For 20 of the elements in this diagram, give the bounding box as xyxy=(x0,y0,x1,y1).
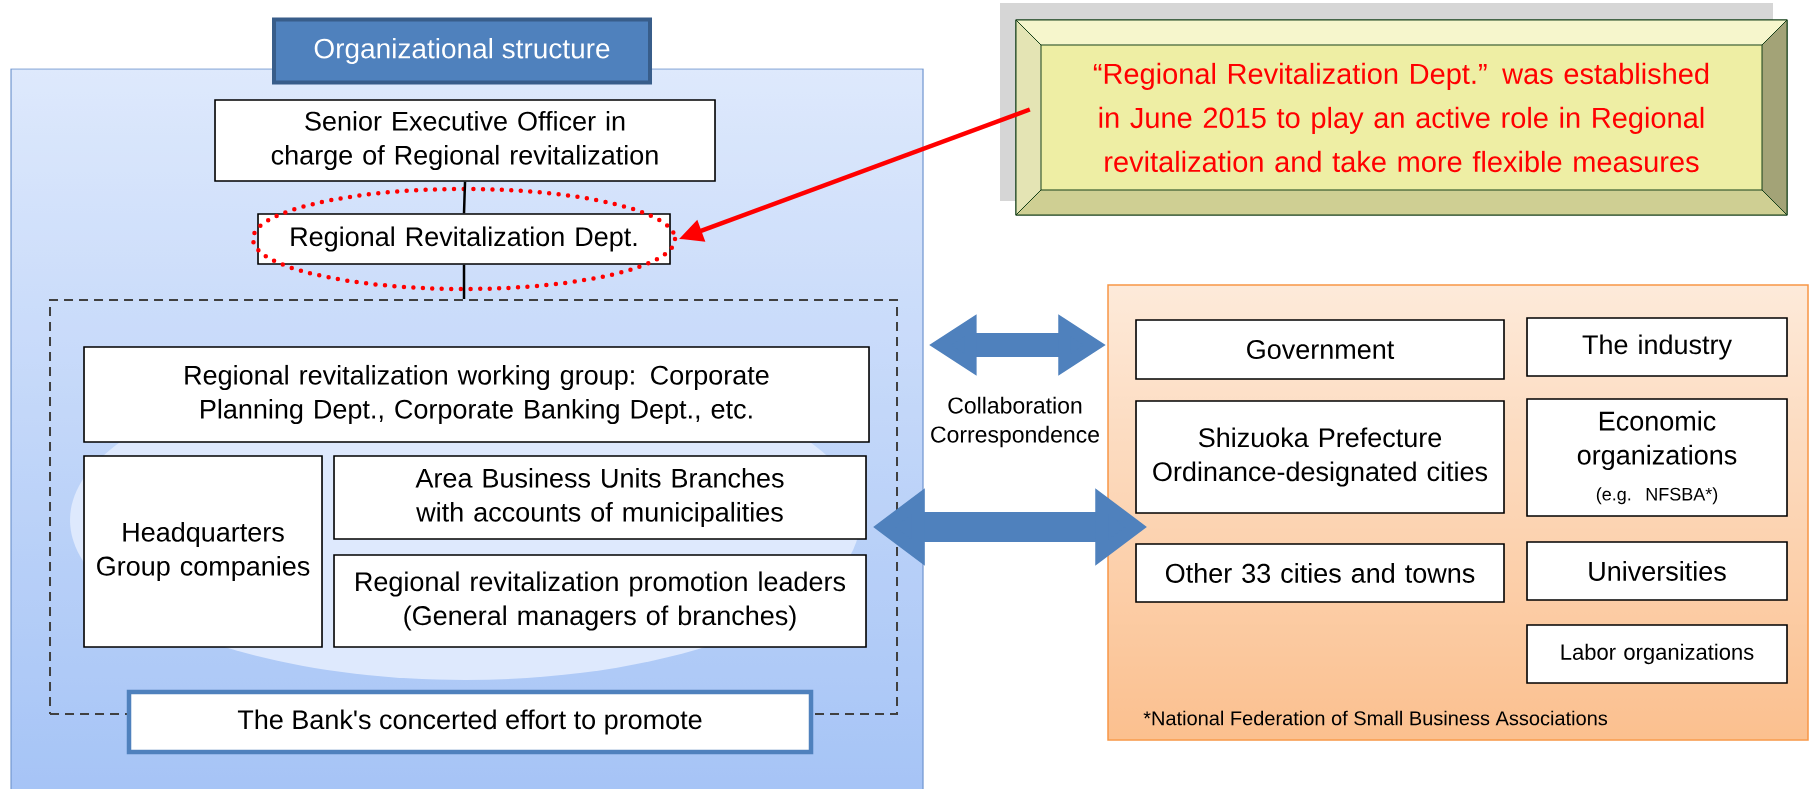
org-box: Government xyxy=(1135,319,1505,380)
org-box: Area Business Units Branches with accounts of municipalities xyxy=(333,455,867,540)
banner-box: The Bank's concerted effort to promote xyxy=(126,689,814,755)
connector-line xyxy=(462,264,466,299)
org-box: Regional revitalization working group: Corporate Planning Dept., Corporate Banking Dept., etc. xyxy=(83,346,870,443)
title-banner: Organizational structure xyxy=(272,17,652,85)
org-box: Senior Executive Officer in charge of Regional revitalization xyxy=(214,99,716,182)
org-box: The industry xyxy=(1526,317,1788,377)
callout-box: “Regional Revitalization Dept.” was established in June 2015 to play an active role in Regional revitalization and take more flexible measures xyxy=(1000,3,1788,216)
org-box: Other 33 cities and towns xyxy=(1135,543,1505,603)
footnote: *National Federation of Small Business Associations xyxy=(1143,710,1608,726)
org-box: Economic organizations (e.g. NFSBA*) xyxy=(1526,398,1788,517)
org-box: Headquarters Group companies xyxy=(83,455,323,648)
arrow-caption: Collaboration Correspondence xyxy=(931,396,1099,448)
connector-line xyxy=(462,181,467,214)
org-box: Shizuoka Prefecture Ordinance-designated cities xyxy=(1135,400,1505,514)
org-box: Universities xyxy=(1526,541,1788,601)
org-box: Regional revitalization promotion leaders (General managers of branches) xyxy=(333,554,867,648)
org-box: Labor organizations xyxy=(1526,624,1788,684)
org-box: Regional Revitalization Dept. xyxy=(257,213,671,265)
